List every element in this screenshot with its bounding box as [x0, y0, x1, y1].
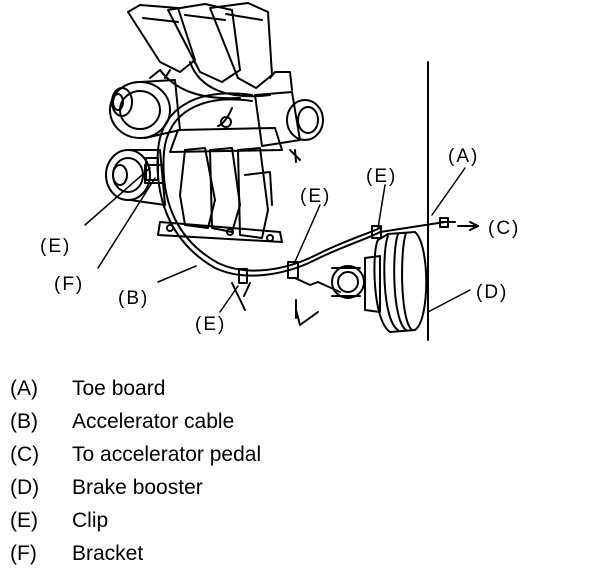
legend-key: (A)	[10, 376, 38, 400]
pulley	[105, 149, 166, 206]
legend-key: (C)	[10, 442, 40, 466]
callout-C: (C)	[488, 218, 520, 239]
alternator	[109, 69, 181, 139]
legend-item: (D) Brake booster	[10, 471, 570, 504]
bracket	[294, 277, 341, 326]
callout-E-left: (E)	[40, 236, 71, 257]
legend-item: (C) To accelerator pedal	[10, 438, 570, 471]
brake-booster	[331, 231, 428, 333]
legend-label: Bracket	[72, 541, 144, 565]
legend-key: (D)	[10, 475, 40, 499]
throttle-body	[220, 71, 324, 163]
callout-D: (D)	[476, 282, 508, 303]
legend-key: (F)	[10, 541, 37, 565]
callout-E-bottom: (E)	[195, 314, 226, 335]
legend-label: Brake booster	[72, 475, 203, 499]
intake-manifold	[127, 2, 283, 243]
accelerator-cable-diagram: (A) (C) (D) (E) (E) (E) (F) (B) (E)	[40, 2, 520, 341]
legend-key: (B)	[10, 409, 38, 433]
callout-B: (B)	[118, 288, 149, 309]
legend-label: Accelerator cable	[72, 409, 235, 433]
legend-label: Toe board	[72, 376, 166, 400]
legend-label: Clip	[72, 508, 109, 532]
legend-key: (E)	[10, 508, 38, 532]
legend-item: (B) Accelerator cable	[10, 405, 570, 438]
legend-item: (E) Clip	[10, 504, 570, 537]
callout-E-booster: (E)	[366, 166, 397, 187]
callout-E-center: (E)	[300, 186, 331, 207]
callout-F: (F)	[54, 274, 84, 295]
accelerator-cable	[156, 92, 446, 277]
clip	[145, 157, 382, 311]
legend: (A) Toe board (B) Accelerator cable (C) …	[10, 372, 570, 570]
legend-item: (A) Toe board	[10, 372, 570, 405]
cable-end	[439, 217, 479, 231]
callout-A: (A)	[448, 146, 479, 167]
leader-lines	[84, 167, 471, 313]
legend-label: To accelerator pedal	[72, 442, 262, 466]
legend-item: (F) Bracket	[10, 537, 570, 570]
